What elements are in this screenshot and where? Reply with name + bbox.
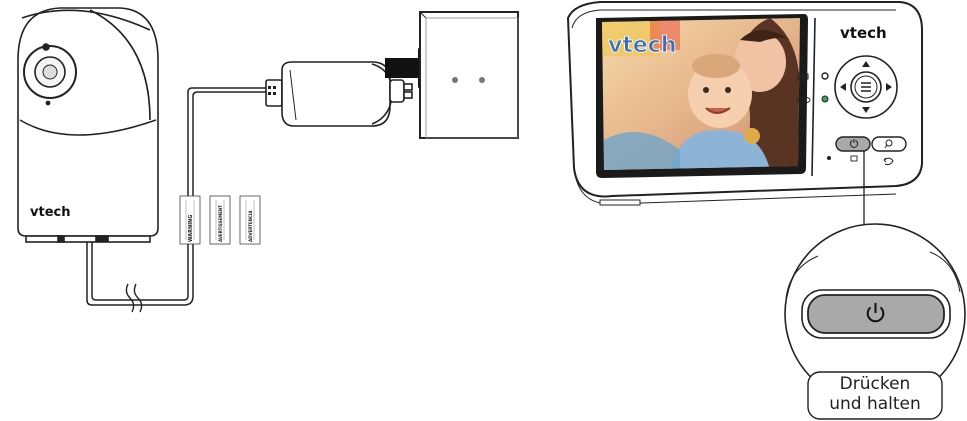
warning-tag-1: WARNING bbox=[188, 215, 194, 242]
nav-pad[interactable] bbox=[835, 56, 897, 118]
monitor-brand-logo: vtech bbox=[840, 24, 887, 42]
camera-brand-logo: vtech bbox=[30, 205, 70, 220]
warning-tag-3: ADVERTENCIA bbox=[248, 210, 253, 242]
mic-hole bbox=[827, 156, 831, 160]
warning-tags: WARNING AVERTISSEMENT ADVERTENCIA bbox=[180, 196, 260, 244]
callout-line-1: Drücken bbox=[808, 374, 942, 394]
status-led bbox=[822, 73, 828, 79]
callout-label: Drücken und halten bbox=[808, 374, 942, 414]
wall-socket bbox=[420, 12, 518, 138]
talk-button[interactable] bbox=[872, 137, 906, 151]
link-led bbox=[822, 96, 828, 102]
power-button-zoomed[interactable] bbox=[802, 290, 950, 338]
callout-line-2: und halten bbox=[808, 394, 942, 414]
screen-logo: vtech bbox=[608, 33, 676, 58]
warning-tag-2: AVERTISSEMENT bbox=[218, 205, 223, 242]
power-button-small[interactable] bbox=[836, 137, 870, 151]
